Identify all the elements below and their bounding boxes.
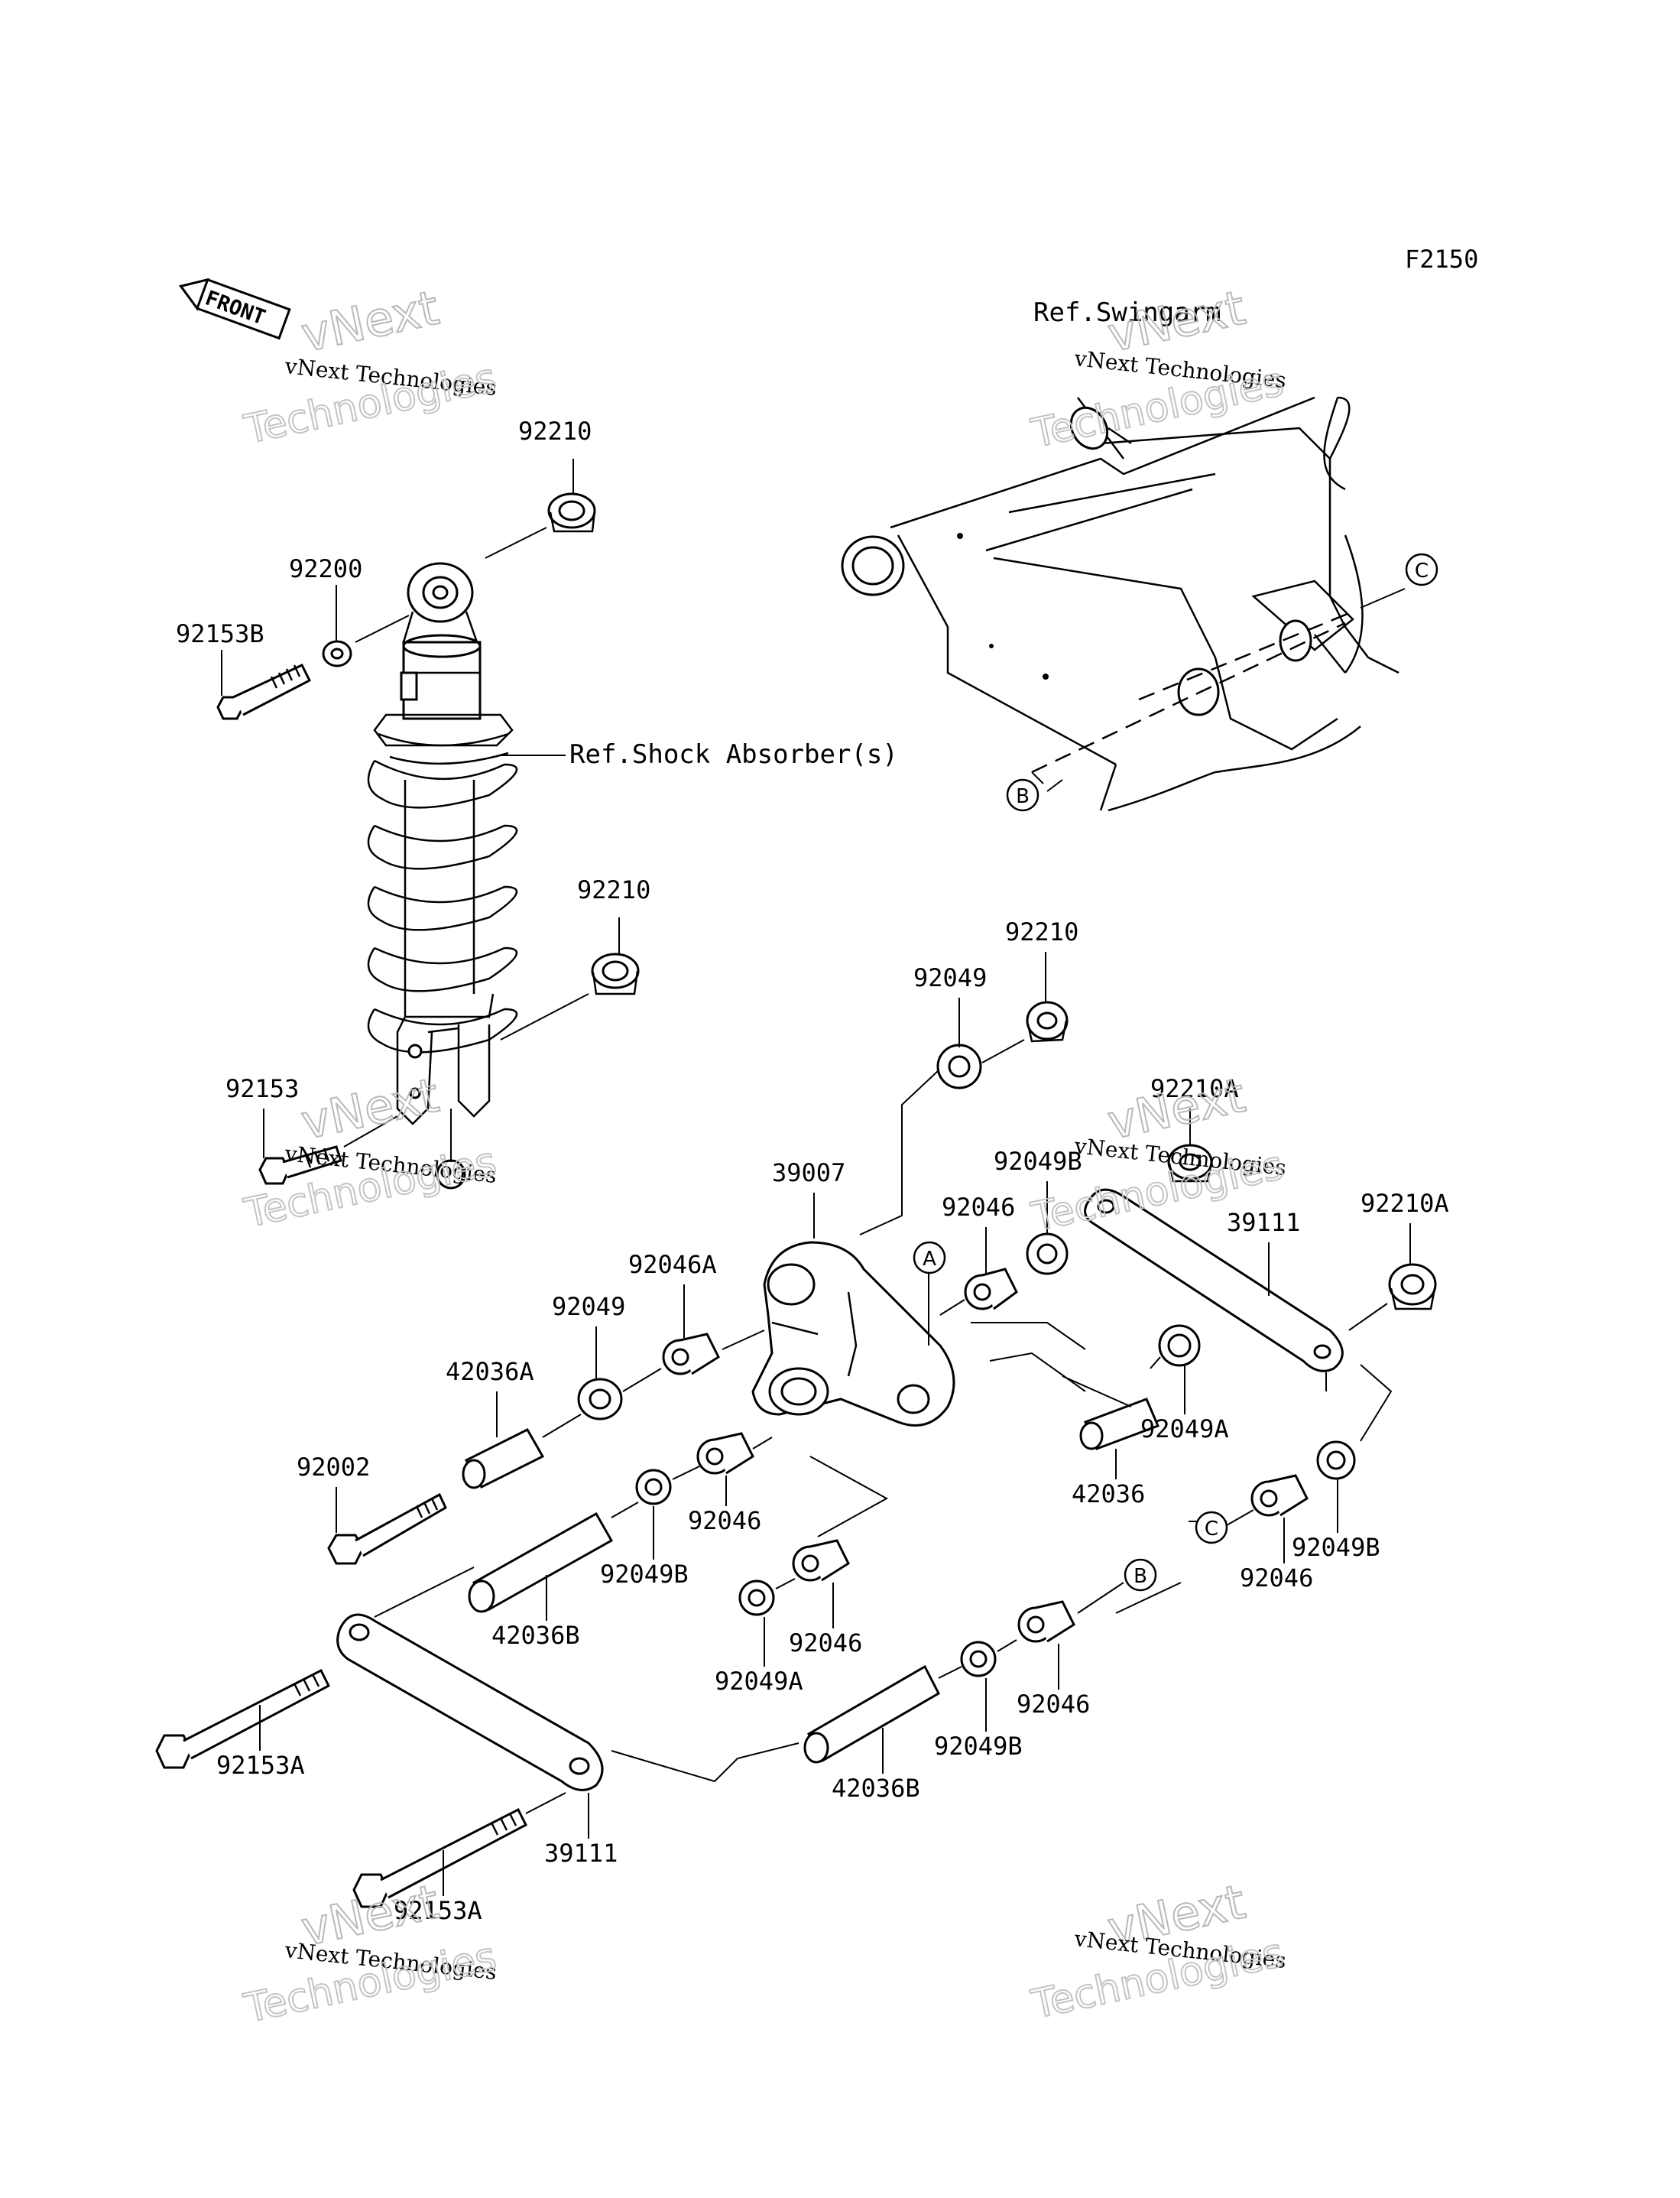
nut-92210-right [981, 952, 1069, 1063]
rocker-arm-39007 [751, 1193, 955, 1427]
label-92049A-right: 92049A [1140, 1414, 1229, 1443]
washer-92049-top [936, 998, 982, 1089]
svg-text:B: B [1016, 785, 1030, 808]
bolt-92002 [327, 1487, 447, 1565]
label-92002: 92002 [297, 1453, 370, 1482]
collar-42036 [1079, 1398, 1159, 1479]
bolt-92153A-1 [155, 1668, 330, 1769]
label-92153B: 92153B [176, 619, 264, 648]
svg-text:vNext: vNext [297, 1067, 443, 1151]
bearing-92046A [662, 1284, 765, 1375]
callout-b-lower: B [1124, 1558, 1157, 1592]
ref-swingarm: Ref.Swingarm [1033, 297, 1221, 328]
label-39111-bottom: 39111 [544, 1839, 618, 1868]
callout-c-swingarm: C [1405, 553, 1438, 586]
label-42036B-bottom: 42036B [832, 1774, 920, 1803]
label-92049B-center: 92049B [600, 1560, 689, 1589]
tie-rod-39111-bottom [336, 1567, 604, 1839]
swingarm-reference [841, 396, 1406, 812]
front-arrow-icon: FRONT [179, 278, 291, 340]
spring-coils [367, 759, 518, 1054]
label-92049A-low: 92049A [715, 1667, 803, 1696]
washer-92049-mid [577, 1326, 662, 1420]
label-92153A-1: 92153A [216, 1751, 305, 1780]
label-92046-center: 92046 [688, 1506, 761, 1535]
label-92046-top: 92046 [942, 1193, 1015, 1222]
label-92049B-right: 92049B [1292, 1533, 1380, 1562]
nut-92210A-1 [1167, 1109, 1213, 1183]
label-92049B-top: 92049B [994, 1147, 1082, 1176]
watermark-bottom-right: vNext vNext Technologies Technologies [1026, 1873, 1288, 2029]
callout-a: A [913, 1241, 946, 1274]
label-92049B-bottom: 92049B [934, 1732, 1023, 1761]
shock-absorber [367, 562, 518, 1125]
bolt-92153 [258, 1109, 466, 1190]
svg-text:C: C [1205, 1518, 1218, 1541]
label-92046-low: 92046 [789, 1628, 862, 1657]
ref-shock-absorber: Ref.Shock Absorber(s) [569, 739, 898, 770]
label-92200: 92200 [289, 554, 362, 583]
label-39111-right: 39111 [1227, 1208, 1300, 1237]
label-39007: 39007 [772, 1158, 845, 1187]
label-92153A-2: 92153A [394, 1896, 482, 1925]
callout-c-lower: C [1195, 1511, 1228, 1544]
part-labels: 92210 92200 92153B 92210 92153 92049 922… [176, 417, 1449, 1925]
label-92046-right: 92046 [1240, 1563, 1313, 1592]
collar-42036B-bottom [803, 1664, 962, 1774]
label-92046A: 92046A [628, 1250, 717, 1279]
washer-92049A-low [738, 1578, 796, 1667]
label-92210-mid: 92210 [577, 875, 650, 904]
diagram-code: F2150 [1405, 245, 1478, 274]
label-92046-bottom: 92046 [1017, 1690, 1090, 1719]
bearing-92046-top [939, 1227, 1018, 1316]
label-92049-mid: 92049 [552, 1292, 625, 1321]
washer-92049B-center [635, 1466, 700, 1560]
collar-42036B-left [468, 1502, 639, 1621]
washer-92049B-bottom [960, 1639, 1017, 1732]
washer-92049B-top [1026, 1181, 1069, 1275]
washer-92049B-right [1316, 1440, 1356, 1533]
label-92153: 92153 [225, 1074, 299, 1103]
bearing-92046-low [792, 1539, 850, 1628]
washer-92049A-right [1150, 1324, 1201, 1414]
label-42036: 42036 [1072, 1479, 1145, 1508]
bearing-92046-right [1226, 1474, 1309, 1563]
label-42036A: 42036A [446, 1357, 534, 1386]
label-92210-right: 92210 [1005, 917, 1078, 946]
tie-rod-39111-right [1084, 1188, 1344, 1372]
label-42036B-left: 42036B [491, 1621, 580, 1650]
label-92210-top: 92210 [518, 417, 592, 446]
washer-92200 [322, 585, 410, 667]
callout-b-swingarm: B [1006, 778, 1039, 812]
nut-92210-mid [500, 917, 640, 1041]
svg-text:C: C [1415, 560, 1429, 583]
connector-lines [611, 1070, 1393, 1783]
label-92049-top: 92049 [913, 963, 987, 992]
svg-text:A: A [923, 1248, 936, 1271]
collar-42036A [462, 1391, 582, 1489]
nut-92210-top [485, 459, 596, 559]
bearing-92046-center [696, 1432, 773, 1506]
svg-text:B: B [1134, 1565, 1147, 1588]
bolt-92153B [216, 650, 312, 720]
label-92210A-2: 92210A [1361, 1189, 1449, 1218]
label-92210A-1: 92210A [1150, 1074, 1239, 1103]
nut-92210A-2 [1348, 1223, 1437, 1331]
svg-text:vNext: vNext [297, 280, 443, 363]
bolt-92153A-2 [352, 1792, 566, 1908]
bearing-92046-bottom [1017, 1582, 1124, 1690]
